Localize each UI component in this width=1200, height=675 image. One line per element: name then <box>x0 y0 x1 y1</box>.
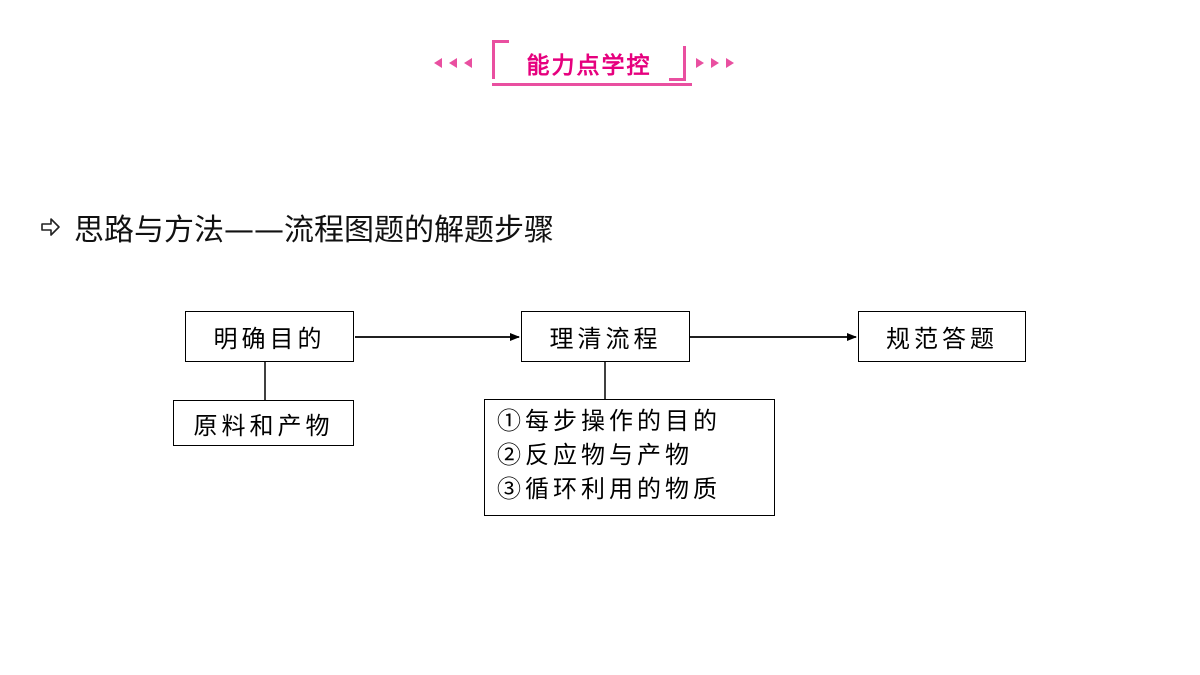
triangle-left-icons <box>434 58 472 68</box>
detail-line-2-1: ①每步操作的目的 <box>497 407 721 435</box>
detail-line-2-2: ②反应物与产物 <box>497 441 693 469</box>
triangle-right-icons <box>696 58 734 68</box>
step-label-1: 明确目的 <box>213 325 326 353</box>
step-box-2: 理清流程 <box>521 311 690 362</box>
detail-box-2: ①每步操作的目的 ②反应物与产物 ③循环利用的物质 <box>484 399 775 516</box>
section-header: 能力点学控 <box>430 36 750 92</box>
detail-box-1: 原料和产物 <box>173 400 354 446</box>
heading-text: 思路与方法——流程图题的解题步骤 <box>74 213 554 248</box>
step-box-3: 规范答题 <box>858 311 1026 362</box>
slide-heading: 思路与方法——流程图题的解题步骤 <box>40 205 554 249</box>
step-box-1: 明确目的 <box>185 311 354 362</box>
detail-line-1-1: 原料和产物 <box>193 411 334 440</box>
step-label-3: 规范答题 <box>886 325 998 353</box>
detail-line-2-3: ③循环利用的物质 <box>497 475 721 503</box>
header-badge: 能力点学控 <box>492 40 692 86</box>
arrow-outline-right-icon <box>41 218 60 236</box>
step-label-2: 理清流程 <box>549 325 662 353</box>
header-title: 能力点学控 <box>526 53 652 79</box>
